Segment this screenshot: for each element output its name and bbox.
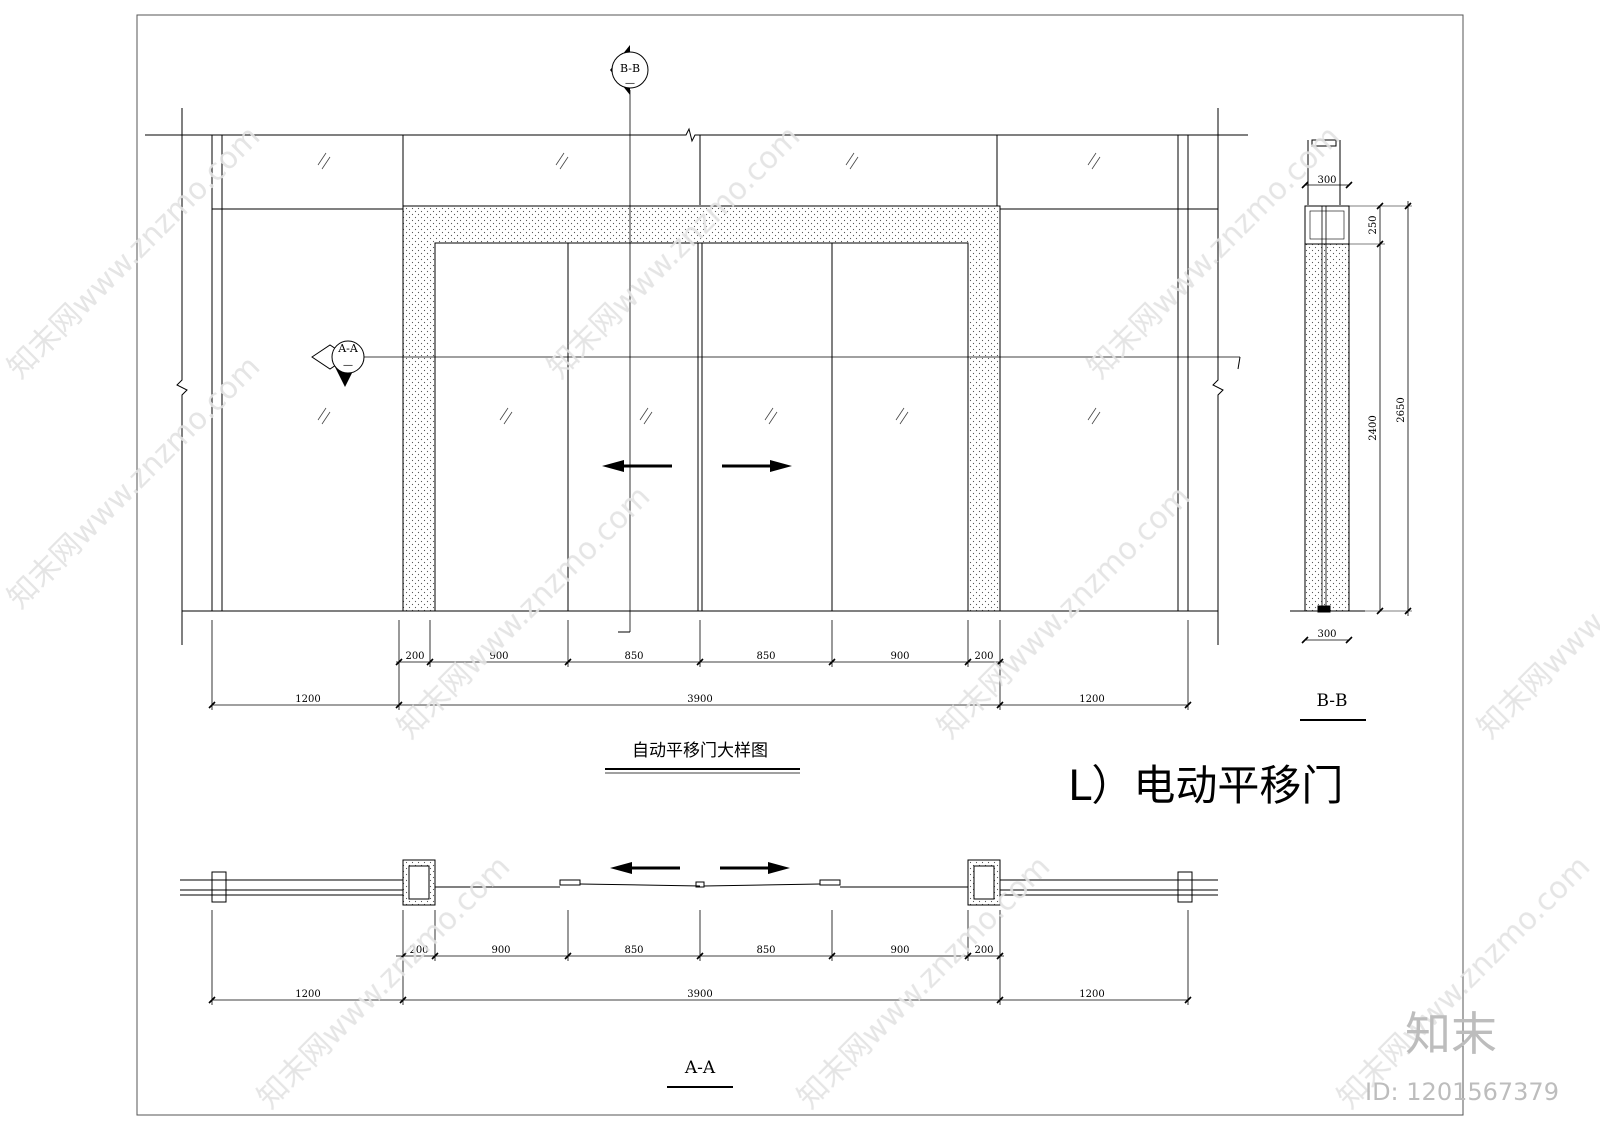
door-leaf-fixed-right xyxy=(831,242,969,612)
svg-text:1200: 1200 xyxy=(295,989,320,1000)
svg-text:知末网www.znzmo.com: 知末网www.znzmo.com xyxy=(1,119,267,385)
svg-text:2400: 2400 xyxy=(1368,415,1379,440)
svg-text:知末网www.znzmo.com: 知末网www.znzmo.com xyxy=(1,349,267,615)
svg-text:850: 850 xyxy=(624,651,643,662)
section-bb-dim-labels: 300 300 250 2400 2650 xyxy=(1317,175,1407,640)
plan-dimensions xyxy=(208,910,1192,1005)
elevation-dim-labels: 200 900 850 850 900 200 1200 3900 1200 xyxy=(295,651,1104,705)
ceiling-line xyxy=(145,127,1248,143)
svg-text:300: 300 xyxy=(1317,629,1336,640)
right-fixed-glass xyxy=(1177,134,1189,612)
svg-text:900: 900 xyxy=(489,651,508,662)
diagonal-watermarks: 知末网www.znzmo.com 知末网www.znzmo.com 知末网www… xyxy=(1,119,1600,1115)
svg-text:3900: 3900 xyxy=(687,989,712,1000)
elevation-title: 自动平移门大样图 xyxy=(632,741,768,761)
svg-text:850: 850 xyxy=(756,945,775,956)
svg-text:900: 900 xyxy=(890,945,909,956)
section-marker-aa: A-A — xyxy=(311,340,365,387)
right-break-line xyxy=(1212,108,1224,645)
brand-watermark: 知末 xyxy=(1405,1007,1497,1061)
svg-text:850: 850 xyxy=(756,651,775,662)
svg-text:知末网www.znzmo.com: 知末网www.znzmo.com xyxy=(1331,849,1597,1115)
door-leaf-fixed-left xyxy=(434,242,569,612)
image-id-watermark: ID: 1201567379 xyxy=(1365,1078,1559,1106)
sliding-direction-arrows xyxy=(602,460,792,472)
left-break-line xyxy=(176,108,188,645)
svg-text:1200: 1200 xyxy=(295,694,320,705)
svg-text:知末网www.znzmo.com: 知末网www.znzmo.com xyxy=(251,849,517,1115)
elevation-view xyxy=(145,90,1248,645)
section-marker-bb-text: B-B xyxy=(620,62,640,75)
svg-text:200: 200 xyxy=(405,651,424,662)
door-leaf-sliding-right xyxy=(701,242,833,612)
section-marker-aa-text: A-A xyxy=(337,342,359,355)
svg-text:250: 250 xyxy=(1368,215,1379,234)
section-aa-plan xyxy=(180,859,1218,906)
section-bb-view xyxy=(1290,139,1412,644)
svg-text:1200: 1200 xyxy=(1079,694,1104,705)
svg-text:知末网www.znzmo.com: 知末网www.znzmo.com xyxy=(541,119,807,385)
section-bb-wall xyxy=(1304,243,1350,612)
section-bb-header-box xyxy=(1304,205,1350,245)
svg-text:2650: 2650 xyxy=(1396,397,1407,422)
svg-text:850: 850 xyxy=(624,945,643,956)
plan-dim-labels: 200 900 850 850 900 200 1200 3900 1200 xyxy=(295,945,1104,1000)
svg-text:知末网www.znzmo.com: 知末网www.znzmo.com xyxy=(791,849,1057,1115)
svg-text:—: — xyxy=(343,360,353,371)
svg-text:200: 200 xyxy=(409,945,428,956)
svg-text:900: 900 xyxy=(491,945,510,956)
section-marker-bb: B-B — xyxy=(610,45,649,95)
glass-hatch-marks xyxy=(317,152,1101,425)
section-aa-title: A-A xyxy=(684,1058,716,1078)
elevation-dimensions xyxy=(208,620,1192,710)
sheet-border xyxy=(136,14,1464,1116)
svg-text:900: 900 xyxy=(890,651,909,662)
svg-text:200: 200 xyxy=(974,945,993,956)
svg-text:知末网www.znzmo.com: 知末网www.znzmo.com xyxy=(1471,479,1600,745)
svg-text:—: — xyxy=(625,78,635,89)
svg-text:200: 200 xyxy=(974,651,993,662)
svg-text:1200: 1200 xyxy=(1079,989,1104,1000)
main-title: L）电动平移门 xyxy=(1068,761,1343,810)
section-bb-title: B-B xyxy=(1316,691,1347,711)
svg-text:300: 300 xyxy=(1317,175,1336,186)
plan-sliding-arrows xyxy=(610,862,790,874)
svg-text:3900: 3900 xyxy=(687,694,712,705)
left-fixed-glass xyxy=(211,134,223,612)
